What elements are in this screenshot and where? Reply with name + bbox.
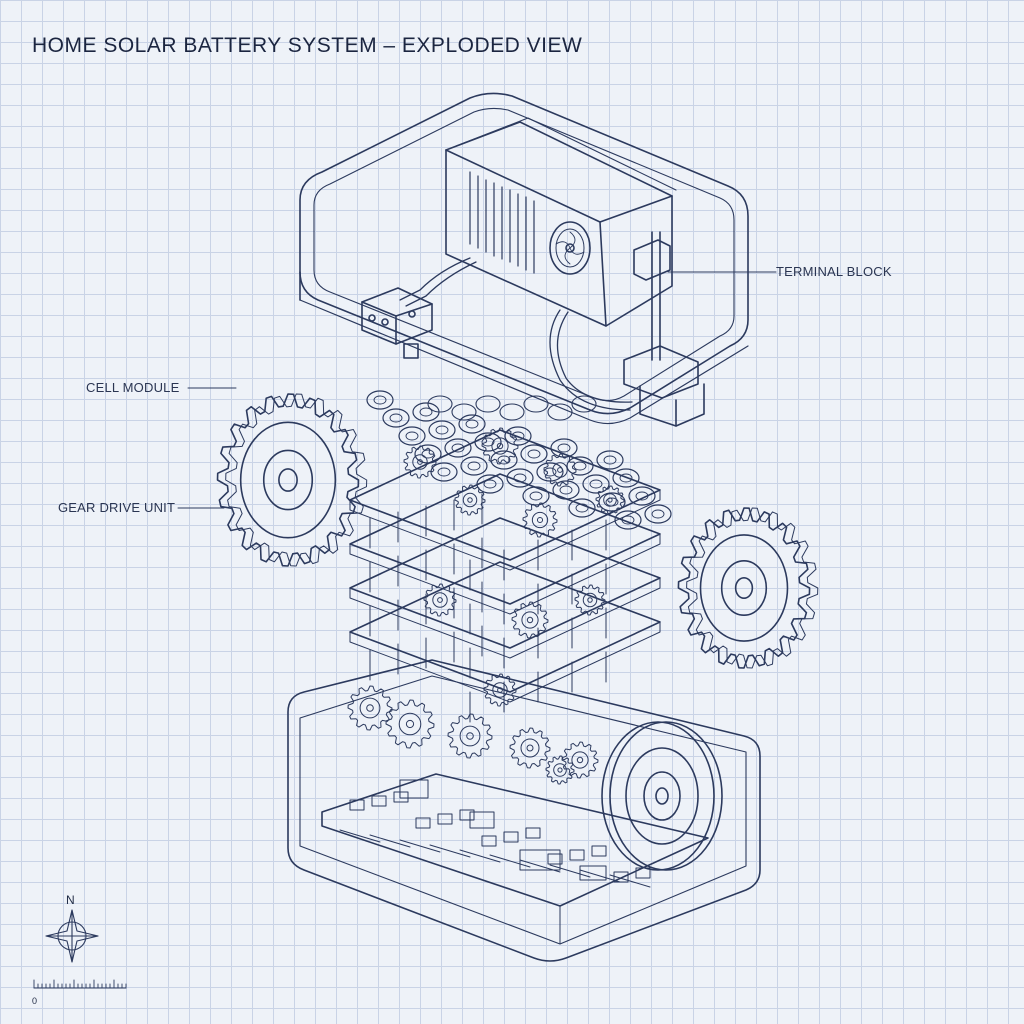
cell-module-label: CELL MODULE [86, 380, 180, 395]
gear-drive-unit-label: GEAR DRIVE UNIT [58, 500, 176, 515]
left-drive-gear [216, 393, 368, 567]
inverter-unit [399, 117, 677, 411]
top-enclosure-lid [299, 92, 749, 425]
right-drive-gear [677, 507, 819, 669]
terminal-block-label: TERMINAL BLOCK [776, 264, 892, 279]
terminal-block-part [623, 231, 705, 427]
diagram-title: HOME SOLAR BATTERY SYSTEM – EXPLODED VIE… [32, 34, 583, 57]
compass-rose-icon [45, 909, 99, 963]
control-circuit-board [339, 779, 651, 888]
cooling-fan-icon [549, 221, 591, 275]
inverter-vent-icon [469, 171, 535, 274]
compass-north-label: N [66, 893, 75, 907]
base-flywheel [601, 721, 723, 871]
scale-bar [33, 979, 127, 989]
cell-module-stack [347, 390, 672, 785]
scale-zero-label: 0 [32, 996, 38, 1006]
connector-block [361, 287, 433, 359]
